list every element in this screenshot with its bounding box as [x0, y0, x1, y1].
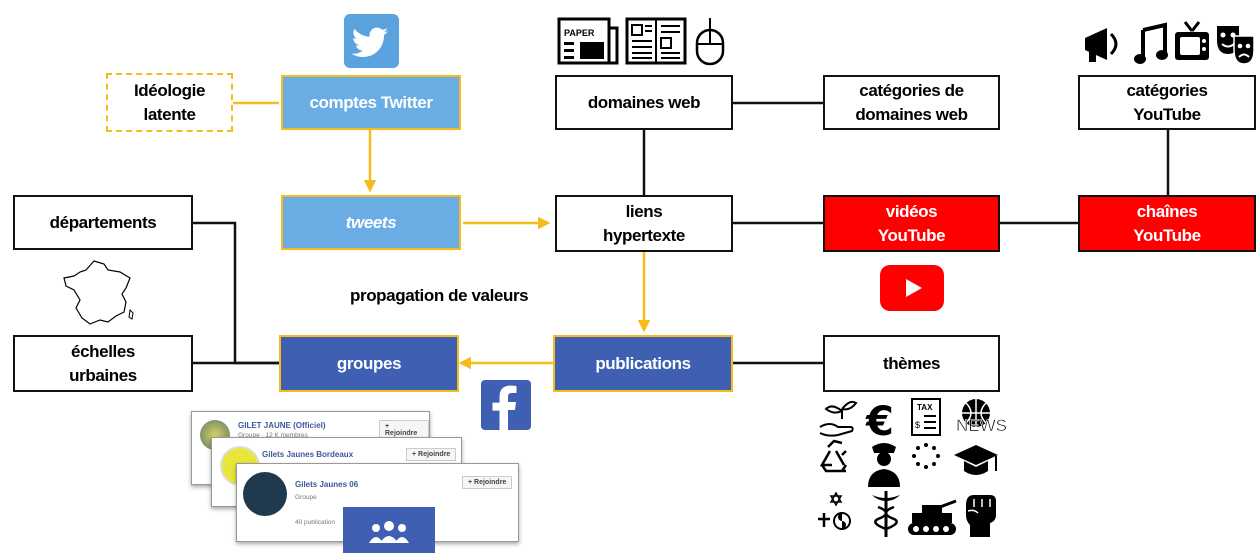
euro-icon: €	[865, 399, 894, 445]
recycle-icon	[819, 439, 848, 473]
node-ideologie-latente: Idéologie latente	[106, 73, 233, 132]
node-ideologie-label: Idéologie latente	[133, 80, 206, 124]
node-liens-label: liens hypertexte	[603, 201, 685, 245]
node-departements-label: départements	[49, 212, 157, 232]
join-button[interactable]: + Rejoindre	[406, 448, 457, 461]
youtube-play-icon	[880, 265, 944, 311]
mouse-icon	[695, 18, 725, 66]
news-icon-text: NEWS	[956, 416, 1007, 435]
node-liens-hypertexte: liens hypertexte	[555, 195, 733, 252]
news-globe-icon: NEWS	[956, 399, 1007, 435]
node-videos-youtube-label: vidéos YouTube	[877, 201, 946, 245]
node-echelles-urbaines: échelles urbaines	[13, 335, 193, 392]
node-domaines-web: domaines web	[555, 75, 733, 130]
raised-fist-icon	[966, 495, 996, 537]
node-categories-domaines: catégories de domaines web	[823, 75, 1000, 130]
node-categories-youtube-label: catégories YouTube	[1126, 80, 1208, 124]
node-tweets-label: tweets	[345, 212, 397, 232]
node-categories-youtube: catégories YouTube	[1078, 75, 1256, 130]
graduation-cap-icon	[954, 445, 998, 475]
join-button[interactable]: + Rejoindre	[462, 476, 513, 489]
tax-document-icon: TAX $	[911, 398, 941, 436]
node-groupes-label: groupes	[336, 353, 402, 373]
eu-stars-icon	[912, 443, 940, 469]
police-officer-icon	[868, 443, 900, 487]
megaphone-icon	[1085, 28, 1118, 62]
node-publications: publications	[553, 335, 733, 392]
node-tweets: tweets	[281, 195, 461, 250]
religion-symbols-icon	[818, 491, 851, 530]
edge-departements-groupes	[193, 221, 279, 365]
facebook-icon	[481, 380, 531, 430]
node-groupes: groupes	[279, 335, 459, 392]
paper-icon-text: PAPER	[564, 28, 595, 38]
group-meta: Groupe	[295, 494, 317, 501]
tax-icon-text: TAX	[917, 403, 933, 412]
node-themes-label: thèmes	[882, 353, 941, 373]
node-departements: départements	[13, 195, 193, 250]
node-comptes-twitter-label: comptes Twitter	[309, 92, 433, 112]
plant-hand-icon	[819, 400, 858, 437]
node-echelles-label: échelles urbaines	[69, 341, 137, 385]
france-map-icon	[63, 260, 134, 325]
group-name[interactable]: Gilets Jaunes Bordeaux	[262, 450, 354, 459]
node-chaines-youtube: chaînes YouTube	[1078, 195, 1256, 252]
node-chaines-youtube-label: chaînes YouTube	[1133, 201, 1201, 245]
group-name[interactable]: Gilets Jaunes 06	[295, 480, 359, 489]
avatar	[243, 472, 287, 516]
node-comptes-twitter: comptes Twitter	[281, 75, 461, 130]
theater-masks-icon	[1217, 26, 1255, 65]
newspaper-icon	[625, 17, 687, 65]
join-button[interactable]: + Rejoindre	[379, 420, 429, 440]
node-categories-domaines-label: catégories de domaines web	[855, 80, 968, 124]
node-domaines-web-label: domaines web	[587, 92, 701, 112]
group-meta: Groupe · 12 K membres	[238, 432, 308, 439]
theme-icons-grid: € TAX $ NEWS	[818, 398, 1007, 537]
tank-icon	[908, 499, 957, 535]
label-propagation: propagation de valeurs	[350, 286, 529, 305]
svg-text:$: $	[915, 420, 920, 430]
group-publications: 40 publication	[295, 519, 336, 526]
groups-icon	[343, 507, 435, 553]
tv-icon	[1175, 21, 1209, 60]
caduceus-icon	[872, 491, 900, 537]
music-note-icon	[1134, 22, 1168, 64]
twitter-icon	[344, 14, 399, 68]
node-publications-label: publications	[595, 353, 691, 373]
node-themes: thèmes	[823, 335, 1000, 392]
newspaper-paper-icon: PAPER	[557, 17, 619, 65]
node-videos-youtube: vidéos YouTube	[823, 195, 1000, 252]
group-name[interactable]: GILET JAUNE (Officiel)	[238, 421, 326, 430]
